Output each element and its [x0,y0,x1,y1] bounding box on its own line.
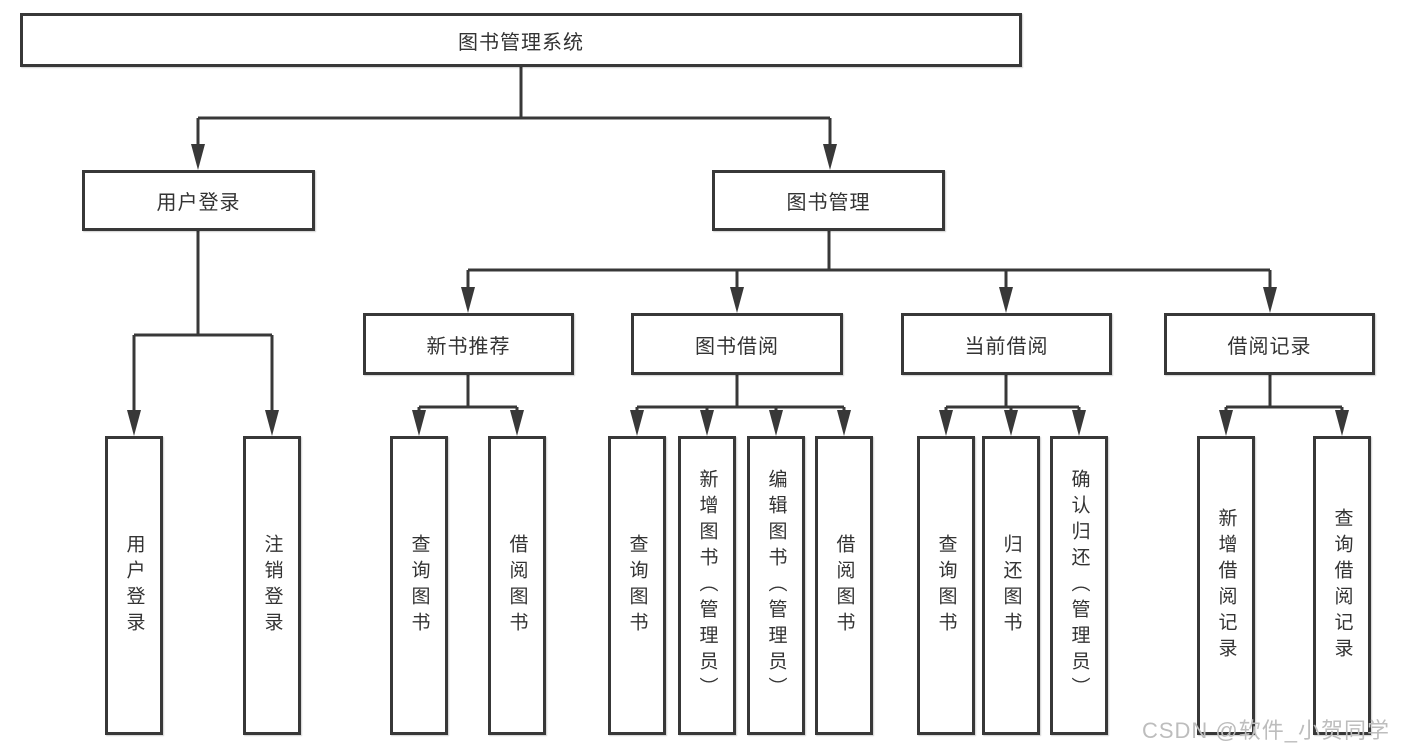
leaf-confirm-return-admin: 确认归还（管理员） [1050,436,1108,735]
leaf-confirm-return-admin-label: 确认归还（管理员） [1068,468,1090,703]
node-current-borrow: 当前借阅 [901,313,1112,375]
leaf-return-book: 归还图书 [982,436,1040,735]
leaf-borrow-book-recommend-label: 借阅图书 [506,533,528,638]
node-book-management-label: 图书管理 [786,192,871,214]
connector-segments [132,67,1344,418]
node-user-login-label: 用户登录 [156,192,241,214]
leaf-logout-label: 注销登录 [261,533,283,638]
leaf-return-book-label: 归还图书 [1000,533,1022,638]
node-root: 图书管理系统 [20,13,1022,67]
node-user-login: 用户登录 [82,170,315,231]
leaf-user-login: 用户登录 [105,436,163,735]
leaf-query-book-recommend: 查询图书 [390,436,448,735]
node-book-borrow: 图书借阅 [631,313,843,375]
leaf-query-book-recommend-label: 查询图书 [408,533,430,638]
leaf-edit-book-admin: 编辑图书（管理员） [747,436,805,735]
node-book-borrow-label: 图书借阅 [695,335,779,358]
leaf-query-borrow-record: 查询借阅记录 [1313,436,1371,735]
leaf-query-borrow-record-label: 查询借阅记录 [1331,507,1353,664]
csdn-watermark: CSDN @软件_小贺同学 [1141,718,1390,743]
leaf-edit-book-admin-label: 编辑图书（管理员） [765,468,787,703]
leaf-borrow-book: 借阅图书 [815,436,873,735]
node-new-book-recommend-label: 新书推荐 [426,335,511,358]
leaf-query-book-current-label: 查询图书 [935,533,957,638]
node-borrow-record: 借阅记录 [1164,313,1375,375]
leaf-user-login-label: 用户登录 [123,533,145,638]
leaf-add-book-admin-label: 新增图书（管理员） [696,468,718,703]
node-new-book-recommend: 新书推荐 [363,313,574,375]
leaf-add-book-admin: 新增图书（管理员） [678,436,736,735]
node-root-label: 图书管理系统 [458,31,584,54]
leaf-borrow-book-label: 借阅图书 [833,533,855,638]
node-current-borrow-label: 当前借阅 [964,335,1049,358]
leaf-query-book-borrow: 查询图书 [608,436,666,735]
leaf-add-borrow-record-label: 新增借阅记录 [1215,507,1237,664]
leaf-borrow-book-recommend: 借阅图书 [488,436,546,735]
arrowheads [127,144,1349,436]
leaf-add-borrow-record: 新增借阅记录 [1197,436,1255,735]
leaf-query-book-borrow-label: 查询图书 [626,533,648,638]
node-borrow-record-label: 借阅记录 [1227,335,1312,358]
leaf-query-book-current: 查询图书 [917,436,975,735]
node-book-management: 图书管理 [712,170,945,231]
leaf-logout: 注销登录 [243,436,301,735]
